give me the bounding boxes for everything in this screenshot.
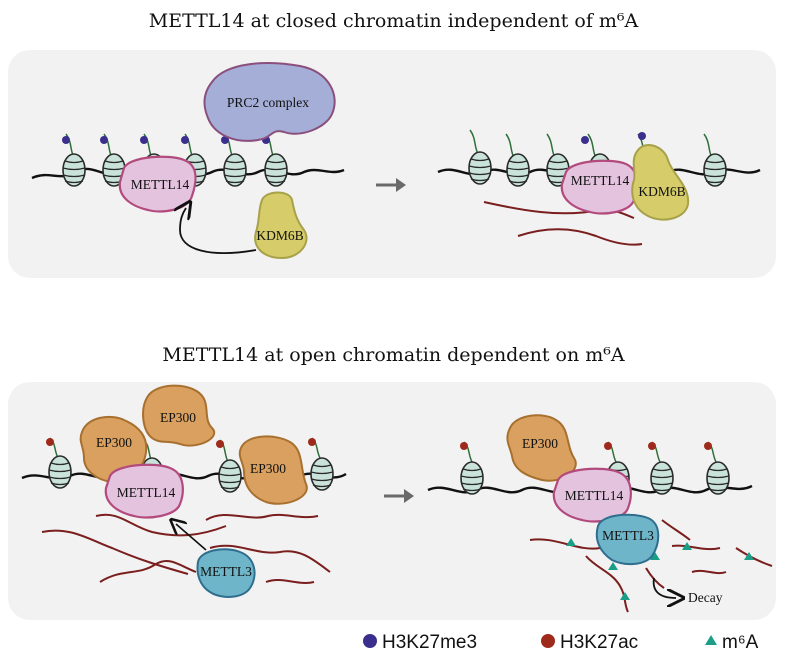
legend-m6a-label: m⁶A — [722, 632, 759, 653]
ep300-protein-2: EP300 — [142, 384, 216, 447]
ep300-protein-3: EP300 — [238, 435, 308, 505]
kdm6b-label-right: KDM6B — [638, 184, 685, 199]
transition-arrow-top-head — [396, 178, 406, 192]
mettl14-protein-right: METTL14 — [560, 159, 639, 215]
prc2-complex: PRC2 complex — [203, 62, 336, 142]
legend-h3k27me3-label: H3K27me3 — [382, 632, 477, 653]
mettl14-label-bottom: METTL14 — [117, 485, 176, 500]
h3k27me3-marks — [62, 136, 270, 144]
mettl3-to-mettl14-arrow — [176, 524, 207, 551]
mettl14-protein-bottom-right: METTL14 — [552, 467, 632, 523]
decay-arrow — [652, 577, 676, 598]
legend-m6a-swatch — [705, 635, 717, 645]
top-right-chromatin — [437, 129, 761, 246]
m6a-marks — [566, 538, 754, 600]
legend-h3k27ac-swatch — [541, 634, 555, 648]
legend-h3k27ac-label: H3K27ac — [560, 632, 638, 653]
mettl14-label: METTL14 — [131, 177, 190, 192]
mettl14-label-right: METTL14 — [571, 173, 630, 188]
ep300-label-2: EP300 — [160, 410, 196, 425]
ep300-label-right: EP300 — [522, 436, 558, 451]
decay-label: Decay — [688, 590, 723, 605]
kdm6b-protein: KDM6B — [254, 191, 308, 260]
transition-arrow-bottom-head — [404, 489, 414, 503]
ep300-protein-right: EP300 — [506, 414, 577, 482]
mettl14-protein-bottom: METTL14 — [104, 463, 184, 519]
mettl3-label: METTL3 — [200, 564, 252, 579]
top-panel-title: METTL14 at closed chromatin independent … — [148, 10, 639, 32]
legend-h3k27me3-swatch — [363, 634, 377, 648]
ep300-label-3: EP300 — [250, 461, 286, 476]
recruit-arrow — [180, 208, 257, 254]
prc2-label: PRC2 complex — [227, 95, 309, 110]
kdm6b-label: KDM6B — [256, 228, 303, 243]
mettl3-label-right: METTL3 — [602, 528, 654, 543]
mettl3-protein: METTL3 — [196, 548, 256, 598]
mettl14-protein: METTL14 — [118, 155, 197, 213]
mettl14-label-bottom-right: METTL14 — [565, 488, 624, 503]
legend: H3K27me3 H3K27ac m⁶A — [363, 632, 759, 653]
mettl3-protein-right: METTL3 — [595, 513, 660, 566]
kdm6b-protein-right: KDM6B — [631, 144, 690, 221]
bottom-panel-title: METTL14 at open chromatin dependent on m… — [162, 344, 625, 366]
ep300-label-1: EP300 — [96, 435, 132, 450]
